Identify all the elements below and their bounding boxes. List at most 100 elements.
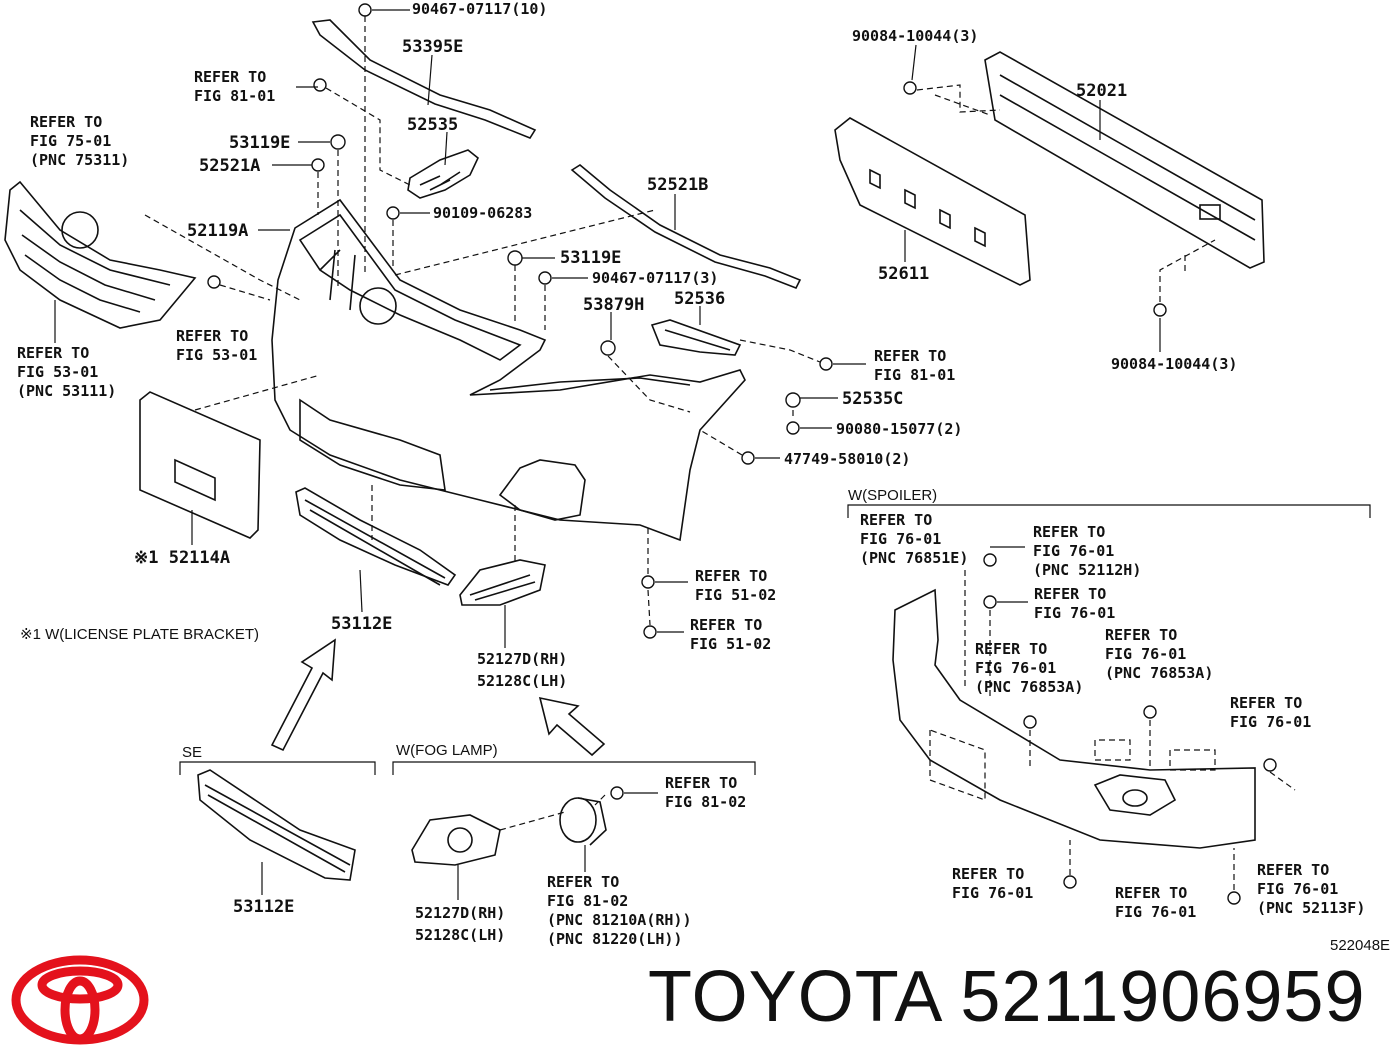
callout-52114a: ※1 52114A [134,548,230,568]
callout-refer-to: REFER TO [695,567,767,585]
diagram-id: 522048E [1330,937,1390,954]
section-spoiler: W(SPOILER) [848,487,937,504]
callout-labels: 90467-07117(10) 53395E REFER TO FIG 81-0… [17,0,1390,954]
part-se-grille [197,769,356,881]
section-fog-lamp: W(FOG LAMP) [396,742,498,759]
part-52611-absorber [834,117,1031,286]
part-fog-lamp-cover [411,814,501,866]
part-52535-bracket [407,149,479,199]
callout-refer-to: REFER TO [194,68,266,86]
callout-refer-to: REFER TO [176,327,248,345]
callout-pnc: (PNC 76853A) [1105,664,1213,682]
callout-refer-to: REFER TO [1034,585,1106,603]
callout-52127d-rh: 52127D(RH) [415,904,505,922]
callout-fig: FIG 81-01 [874,366,955,384]
callout-fig: FIG 76-01 [1257,880,1338,898]
callout-refer-to: REFER TO [547,873,619,891]
callout-refer-to: REFER TO [1230,694,1302,712]
callout-53112e: 53112E [331,614,392,634]
assembly-lines [144,16,1296,890]
callout-fig: FIG 76-01 [975,659,1056,677]
callout-pnc: (PNC 81220(LH)) [547,930,682,948]
arrows [270,638,606,757]
callout-90084-10044-top: 90084-10044(3) [852,27,978,45]
part-52521b-strip [570,164,802,290]
callout-52128c-lh: 52128C(LH) [477,672,567,690]
callout-52536: 52536 [674,289,725,309]
callout-fig: FIG 53-01 [176,346,257,364]
part-52536-bracket [650,319,742,356]
section-brackets [179,504,1371,775]
callout-pnc: (PNC 76851E) [860,549,968,567]
callout-52521a: 52521A [199,156,260,176]
callout-52611: 52611 [878,264,929,284]
part-52127d-fog-cover [459,559,546,606]
callout-90467-07117-10: 90467-07117(10) [412,0,547,18]
callout-47749-58010: 47749-58010(2) [784,450,910,468]
brand-part-number: TOYOTA 5211906959 [648,957,1366,1037]
callout-refer-to: REFER TO [952,865,1024,883]
callout-52535: 52535 [407,115,458,135]
callout-refer-to: REFER TO [30,113,102,131]
callout-pnc: (PNC 52113F) [1257,899,1365,917]
toyota-logo [11,955,149,1045]
callout-fig: FIG 76-01 [1230,713,1311,731]
callout-refer-to: REFER TO [860,511,932,529]
callout-refer-to: REFER TO [1033,523,1105,541]
callout-fig: FIG 81-01 [194,87,275,105]
callout-53395e: 53395E [402,37,463,57]
callout-fig: FIG 76-01 [1034,604,1115,622]
callout-52021: 52021 [1076,81,1127,101]
bolts [207,3,1277,905]
callout-fig: FIG 51-02 [695,586,776,604]
callout-refer-to: REFER TO [975,640,1047,658]
callout-90467-07117-3: 90467-07117(3) [592,269,718,287]
leader-lines [54,9,1161,900]
callout-90084-10044-bottom: 90084-10044(3) [1111,355,1237,373]
callout-pnc: (PNC 52112H) [1033,561,1141,579]
callout-90109-06283: 90109-06283 [433,204,532,222]
callout-pnc: (PNC 75311) [30,151,129,169]
callout-refer-to: REFER TO [17,344,89,362]
callout-52521b: 52521B [647,175,708,195]
callout-fig: FIG 81-02 [547,892,628,910]
callout-53119e: 53119E [229,133,290,153]
callout-fig: FIG 76-01 [1033,542,1114,560]
callout-pnc: (PNC 81210A(RH)) [547,911,692,929]
logo-vertical-ring [60,976,100,1044]
callout-52535c: 52535C [842,389,903,409]
part-spoiler [892,588,1256,849]
callout-53112e-se: 53112E [233,897,294,917]
callout-fig: FIG 76-01 [1115,903,1196,921]
callout-53879h: 53879H [583,295,644,315]
callout-refer-to: REFER TO [690,616,762,634]
note-license-plate-bracket: ※1 W(LICENSE PLATE BRACKET) [20,626,259,643]
part-52119a-bumper [271,198,746,542]
part-53112e-lower-grille [295,487,457,586]
callout-refer-to: REFER TO [1257,861,1329,879]
part-53395e-strip [311,19,537,139]
callout-53119e: 53119E [560,248,621,268]
callout-fig: FIG 51-02 [690,635,771,653]
callout-fig: FIG 81-02 [665,793,746,811]
callout-fig: FIG 53-01 [17,363,98,381]
callout-52127d-rh: 52127D(RH) [477,650,567,668]
callout-pnc: (PNC 53111) [17,382,116,400]
part-52114a-plate-bracket [139,391,261,539]
part-fog-lamp [559,797,607,846]
part-52021-reinforcement [984,51,1265,269]
callout-52119a: 52119A [187,221,248,241]
section-se: SE [182,744,202,761]
callout-refer-to: REFER TO [1105,626,1177,644]
callout-fig: FIG 75-01 [30,132,111,150]
callout-fig: FIG 76-01 [952,884,1033,902]
callout-refer-to: REFER TO [665,774,737,792]
logo-top-ring [37,966,123,1004]
logo-ellipses [11,955,149,1045]
callout-pnc: (PNC 76853A) [975,678,1083,696]
callout-52128c-lh: 52128C(LH) [415,926,505,944]
callout-90080-15077: 90080-15077(2) [836,420,962,438]
callout-refer-to: REFER TO [1115,884,1187,902]
callout-refer-to: REFER TO [874,347,946,365]
